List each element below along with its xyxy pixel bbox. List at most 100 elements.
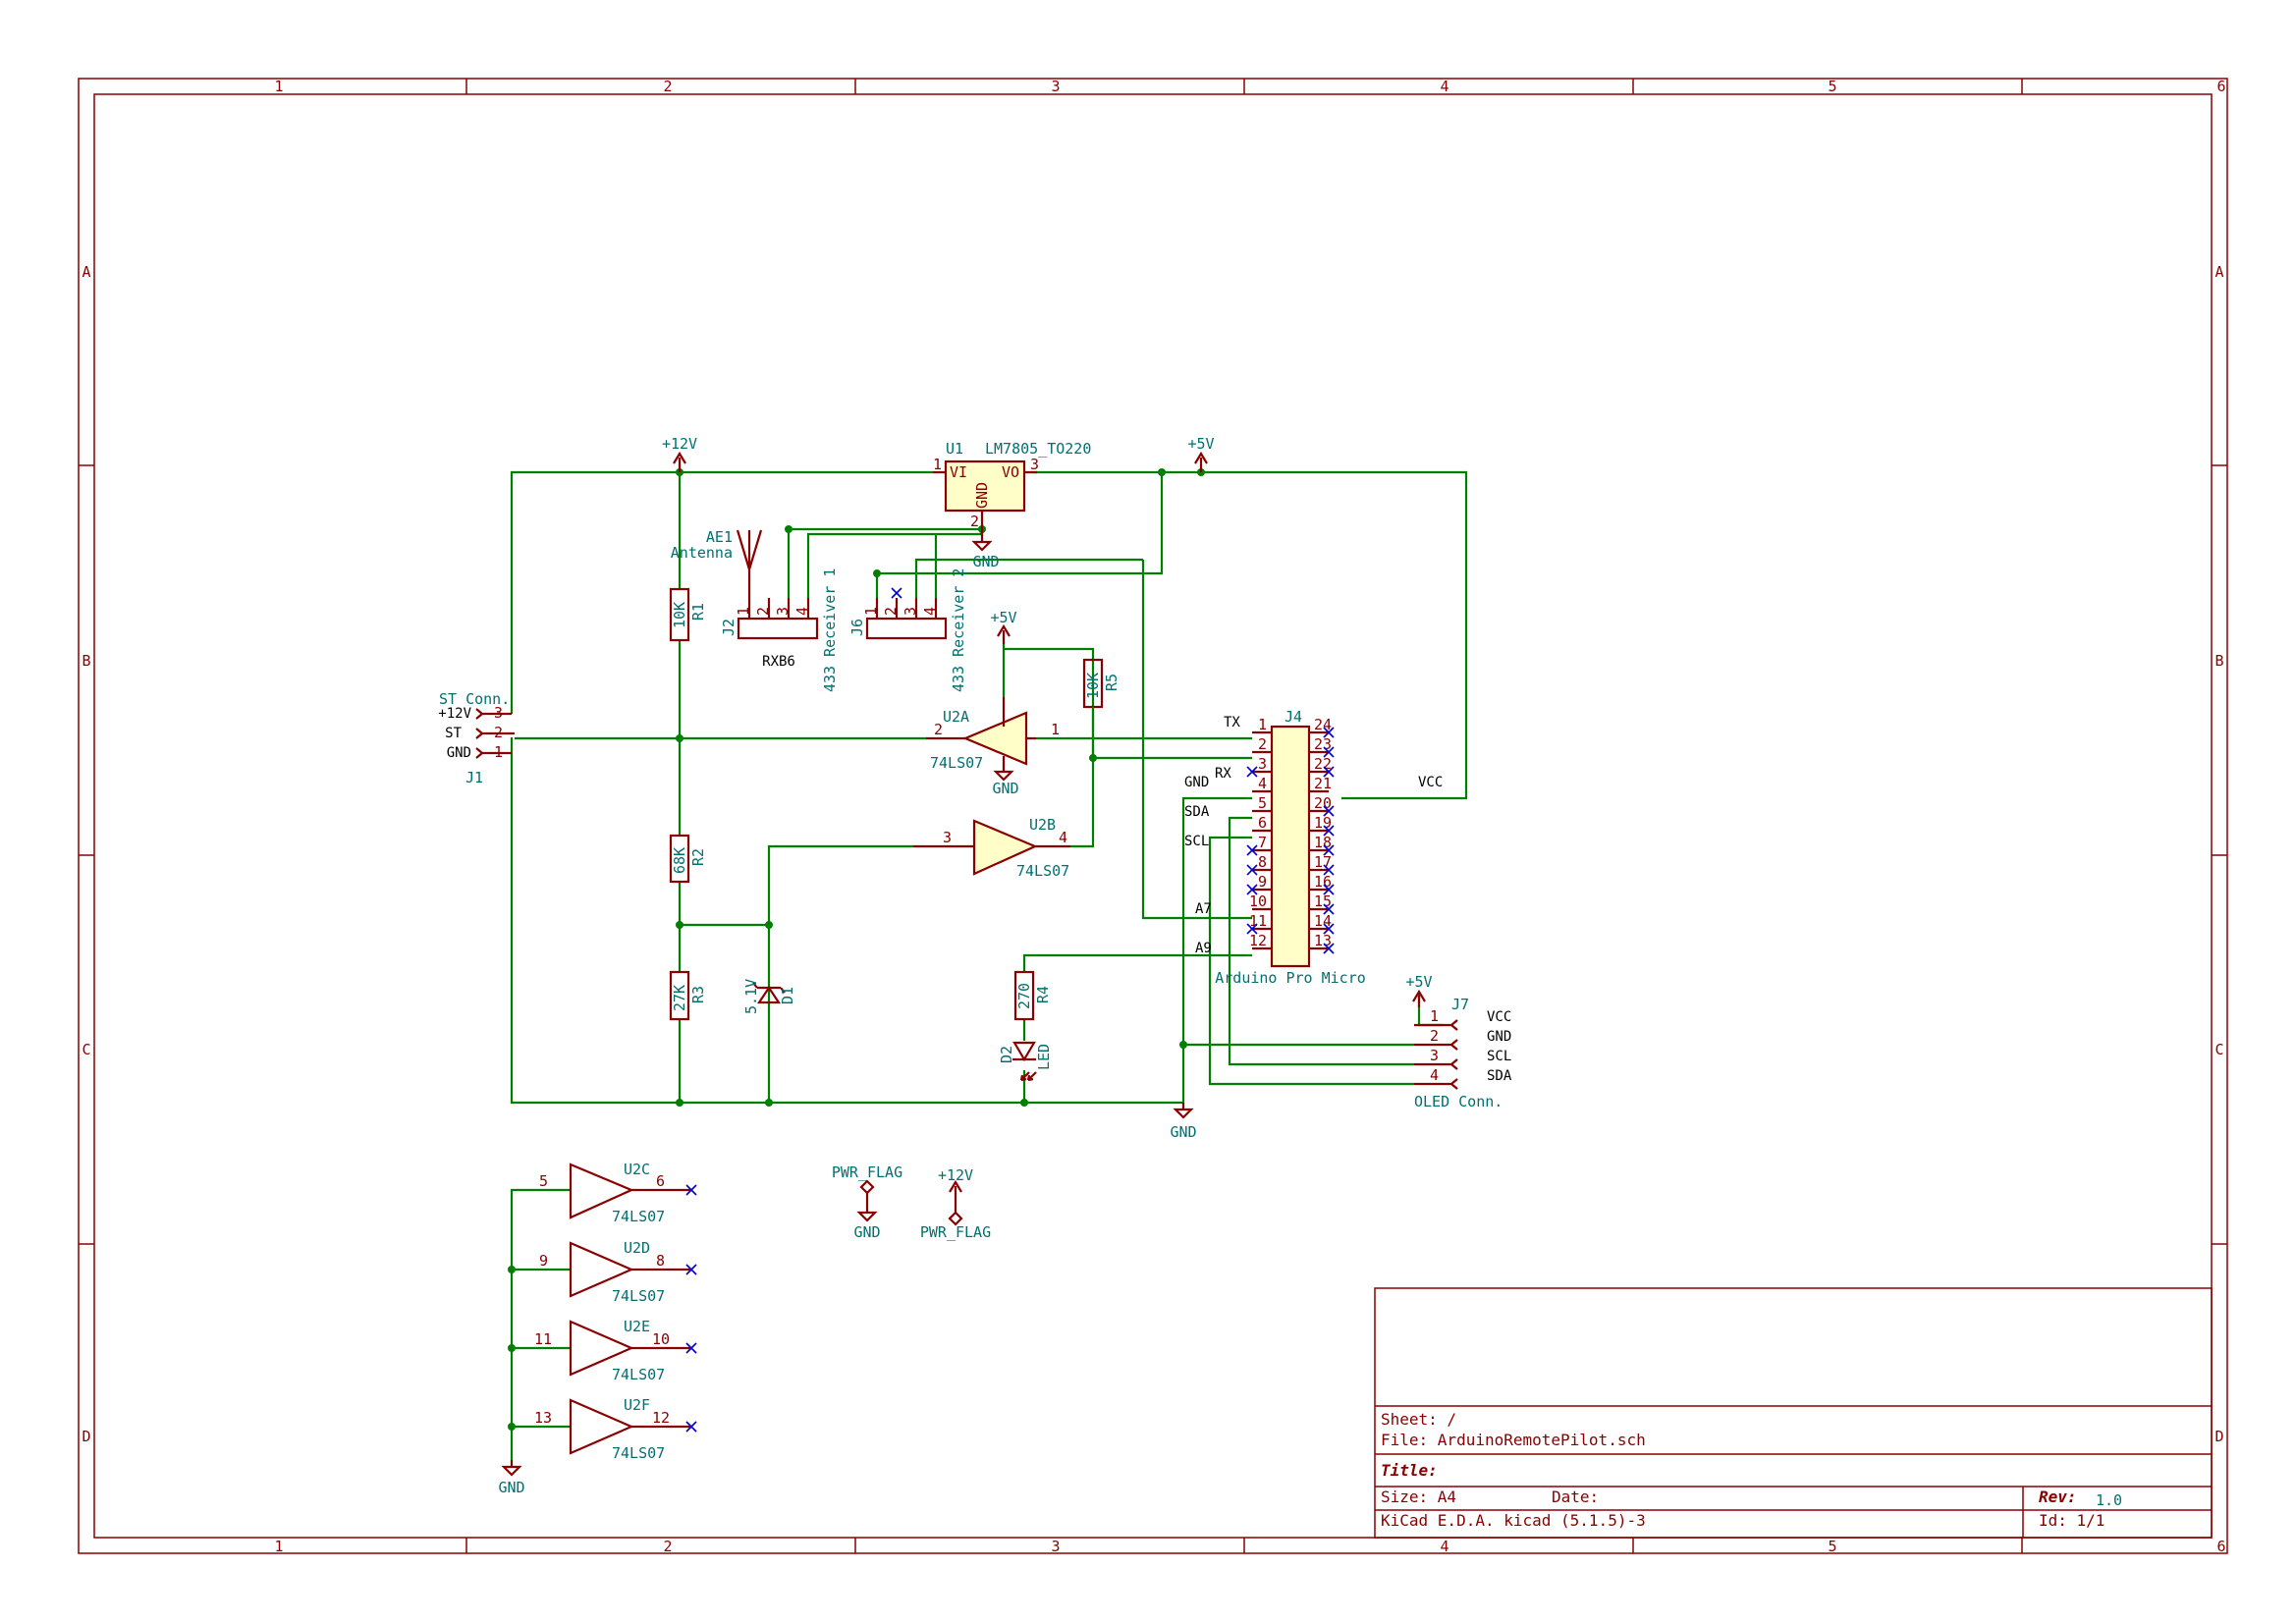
r4-resistor: 270 R4 [1013,970,1052,1021]
j4-pin-number-left: 5 [1258,794,1267,812]
pwr-flag-label: PWR_FLAG [920,1223,991,1241]
u2f-buffer: U2F 74LS07 13 12 [534,1396,697,1462]
j1-connector: ST Conn. 3 2 1 +12V ST GND J1 [438,690,515,786]
u2b-ref: U2B [1029,816,1056,834]
r3-ref: R3 [689,986,707,1003]
frame-col-label: 4 [1440,1538,1449,1555]
u1-pin-gnd: GND [973,482,991,509]
pwr-flag-gnd: PWR_FLAG GND [832,1163,902,1241]
frame-row-label: C [82,1041,90,1058]
power-5v-top: +5V [1187,435,1215,472]
j4-pin-number-right: 20 [1314,794,1332,812]
u2d-buffer: U2D 74LS07 9 8 [539,1239,697,1305]
wires [510,470,1468,1460]
gnd-label: GND [853,1223,880,1241]
j7-pin: 4 [1430,1066,1439,1084]
j7-label-vcc: VCC [1487,1009,1511,1025]
j1-pin: 1 [494,743,503,761]
j6-pin: 4 [921,607,939,616]
j4-label-scl: SCL [1184,834,1209,849]
r3-value: 27K [671,985,688,1011]
r1-value: 10K [671,602,688,628]
j4-no-connect-mark [1323,825,1335,837]
j4-pin-number-right: 24 [1314,716,1332,733]
u2f-pin-in: 13 [534,1409,552,1427]
d1-value: 5.1V [742,979,760,1014]
j4-label-tx: TX [1224,715,1240,730]
j4-no-connect-mark [1323,884,1335,895]
j4-pin-number-left: 12 [1249,932,1267,949]
frame-col-label: 2 [663,1538,672,1555]
u1-value: LM7805_TO220 [985,440,1091,458]
frame-row-label: B [2214,652,2223,670]
u2f-value: 74LS07 [612,1444,665,1462]
gnd-label: GND [992,780,1018,797]
frame-col-label: 5 [1828,78,1836,95]
r2-resistor: 68K R2 [669,834,707,884]
j4-pin-number-right: 21 [1314,775,1332,792]
j1-ref: J1 [465,769,483,786]
frame-row-label: D [82,1428,90,1445]
u2d-pin-out: 8 [656,1252,665,1270]
j4-no-connect-mark [1323,805,1335,817]
j2-connector: 1 2 3 4 J2 433 Receiver 1 RXB6 [720,568,839,692]
gnd-u2cdef: GND [498,1460,525,1496]
power-5v-label: +5V [1405,973,1432,991]
j7-pin: 2 [1430,1027,1439,1045]
frame-col-label: 1 [274,1538,283,1555]
gnd-u1: GND [971,529,1000,570]
j4-arduino-pro-micro: J4 Arduino Pro Micro 1234567891011122423… [1184,708,1443,987]
j7-label-sda: SDA [1487,1068,1512,1084]
power-5v-u2a: +5V [990,609,1017,644]
j2-pin: 1 [735,607,752,616]
j4-pin-number-right: 14 [1314,912,1332,930]
j4-label-vcc: VCC [1418,775,1443,790]
frame-row-label: A [82,263,90,281]
frame-col-label: 5 [1828,1538,1836,1555]
pwr-flag-label: PWR_FLAG [832,1163,902,1181]
u2e-value: 74LS07 [612,1366,665,1383]
r5-value: 10K [1084,673,1102,699]
j1-label-gnd: GND [447,745,471,761]
j4-pin-number-right: 13 [1314,932,1332,949]
ae1-value: Antenna [671,544,733,562]
j4-ref: J4 [1285,708,1302,726]
junctions [508,468,1205,1431]
j4-no-connect-mark [1246,884,1258,895]
r1-ref: R1 [689,603,707,621]
j7-ref: J7 [1451,996,1469,1013]
j4-no-connect-mark [1246,844,1258,856]
j2-pin: 2 [754,607,772,616]
u2a-pin-out: 1 [1051,721,1060,738]
title-block-date: Date: [1552,1488,1599,1506]
power-5v-j7: +5V [1405,973,1433,1007]
frame-col-label: 2 [663,78,672,95]
power-12v-top: +12V [662,435,697,472]
power-5v-label: +5V [990,609,1016,626]
u1-ref: U1 [946,440,963,458]
j4-label-sda: SDA [1184,804,1210,820]
j4-no-connect-mark [1323,864,1335,876]
j1-pin: 3 [494,704,503,722]
title-block-title: Title: [1381,1461,1438,1480]
pwr-flag-12v: +12V PWR_FLAG [920,1166,991,1241]
ae1-antenna: AE1 Antenna [671,528,763,598]
u2e-buffer: U2E 74LS07 11 10 [534,1318,697,1383]
j1-value: ST Conn. [439,690,510,708]
u2a-value: 74LS07 [930,754,983,772]
u2c-pin-in: 5 [539,1172,548,1190]
j7-label-scl: SCL [1487,1049,1511,1064]
u1-pin-num: 1 [933,456,942,473]
j2-pin: 4 [793,607,811,616]
j6-pin: 1 [862,607,880,616]
j4-pin-number-left: 1 [1258,716,1267,733]
j4-pin-number-right: 17 [1314,853,1332,871]
u2c-value: 74LS07 [612,1208,665,1225]
j4-pin-number-right: 18 [1314,834,1332,851]
j4-no-connect-mark [1323,923,1335,935]
j1-label-12v: +12V [438,706,471,722]
frame-col-label: 6 [2216,1538,2225,1555]
frame-col-label: 4 [1440,78,1449,95]
